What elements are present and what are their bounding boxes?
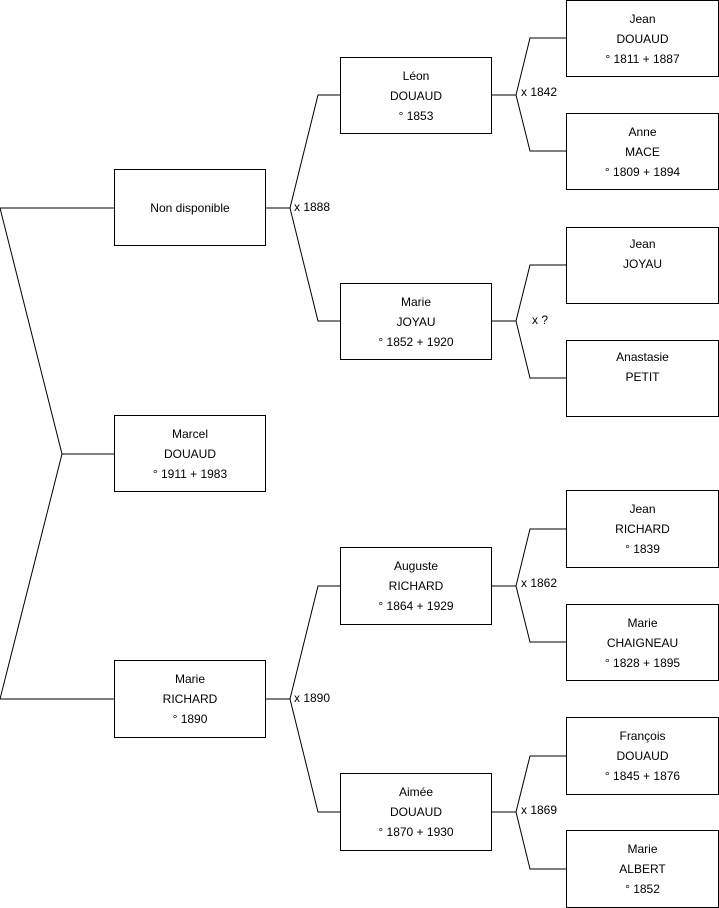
person-last-name: RICHARD [162, 692, 218, 706]
marriage-label-paternal: x 1888 [294, 200, 331, 214]
connector-root-mother [0, 453, 114, 700]
connector-mother-mf [266, 585, 340, 700]
connector-mm-father [492, 755, 566, 813]
person-first-name: Anne [628, 124, 657, 139]
person-box-francois-douaud: François DOUAUD ° 1845 + 1876 [566, 717, 719, 795]
connector-ff-father [492, 37, 566, 96]
person-last-name: JOYAU [396, 314, 436, 329]
person-box-aimee-douaud: Aimée DOUAUD ° 1870 + 1930 [340, 773, 492, 851]
person-last-name: MACE [625, 144, 660, 159]
person-dates: ° 1870 + 1930 [378, 825, 454, 839]
person-box-leon-douaud: Léon DOUAUD ° 1853 [340, 57, 492, 134]
connector-fm-father [492, 264, 566, 322]
person-box-anastasie-petit: Anastasie PETIT [566, 340, 719, 417]
person-last-name: DOUAUD [616, 31, 669, 46]
person-first-name: Marie [400, 294, 431, 309]
person-first-name: Anastasie [616, 350, 669, 364]
person-first-name: François [619, 729, 666, 743]
person-box-marie-joyau: Marie JOYAU ° 1852 + 1920 [340, 283, 492, 360]
connector-father-ff [266, 94, 340, 209]
person-box-father-unknown: Non disponible [114, 169, 266, 246]
person-box-marie-albert: Marie ALBERT ° 1852 [566, 830, 719, 908]
marriage-label-maternal: x 1890 [294, 691, 331, 705]
person-box-marcel-douaud: Marcel DOUAUD ° 1911 + 1983 [114, 415, 266, 492]
person-dates: ° 1852 + 1920 [378, 334, 454, 349]
connector-fm-mother [515, 320, 566, 379]
person-box-auguste-richard: Auguste RICHARD ° 1864 + 1929 [340, 547, 492, 625]
person-first-name: Auguste [393, 559, 439, 573]
connector-mm-mother [515, 811, 566, 870]
person-last-name: DOUAUD [389, 88, 442, 103]
person-first-name: Léon [402, 68, 430, 83]
person-last-name: JOYAU [622, 257, 663, 271]
person-dates: ° 1853 [398, 108, 434, 123]
person-dates: ° 1828 + 1895 [604, 655, 681, 670]
person-box-marie-richard: Marie RICHARD ° 1890 [114, 660, 266, 738]
person-first-name: Jean [629, 502, 656, 516]
connector-mf-father [492, 528, 566, 587]
person-dates: ° 1811 + 1887 [605, 51, 680, 66]
person-last-name: DOUAUD [616, 749, 669, 763]
marriage-label-richard-chaigneau: x 1862 [521, 576, 558, 590]
marriage-label-joyau-petit: x ? [532, 313, 549, 327]
person-first-name: Marie [174, 672, 205, 686]
person-box-jean-richard: Jean RICHARD ° 1839 [566, 490, 719, 568]
person-first-name: Marie [627, 842, 658, 856]
person-first-name: Aimée [398, 785, 433, 799]
person-dates: ° 1809 + 1894 [604, 164, 681, 179]
person-last-name: DOUAUD [389, 805, 442, 819]
person-last-name: RICHARD [388, 579, 444, 593]
person-dates: ° 1852 [625, 882, 660, 896]
connector-mf-mother [515, 585, 566, 643]
person-box-jean-douaud: Jean DOUAUD ° 1811 + 1887 [566, 0, 719, 77]
person-last-name: CHAIGNEAU [606, 635, 679, 650]
connector-mother-mm [289, 698, 340, 813]
person-box-marie-chaigneau: Marie CHAIGNEAU ° 1828 + 1895 [566, 604, 719, 681]
marriage-label-douaud-albert: x 1869 [521, 803, 558, 817]
person-box-jean-joyau: Jean JOYAU [566, 227, 719, 304]
connector-father-fm [289, 207, 340, 322]
person-last-name: ALBERT [619, 862, 666, 876]
person-first-name: Marcel [171, 426, 208, 441]
person-dates: ° 1911 + 1983 [152, 466, 228, 481]
person-first-name: Jean [629, 11, 656, 26]
person-dates: ° 1839 [625, 542, 660, 556]
person-box-anne-mace: Anne MACE ° 1809 + 1894 [566, 113, 719, 190]
person-dates: ° 1890 [172, 712, 208, 726]
person-last-name: PETIT [625, 370, 660, 384]
person-last-name: RICHARD [615, 522, 670, 536]
person-first-name: Jean [629, 237, 656, 251]
marriage-label-douaud-mace: x 1842 [521, 85, 558, 99]
person-dates: ° 1845 + 1876 [604, 769, 681, 783]
person-last-name: DOUAUD [163, 446, 216, 461]
connector-root-father [0, 207, 114, 455]
person-unavailable-label: Non disponible [150, 200, 230, 215]
person-dates: ° 1864 + 1929 [378, 599, 454, 613]
person-first-name: Marie [627, 615, 658, 630]
connector-ff-mother [515, 94, 566, 152]
